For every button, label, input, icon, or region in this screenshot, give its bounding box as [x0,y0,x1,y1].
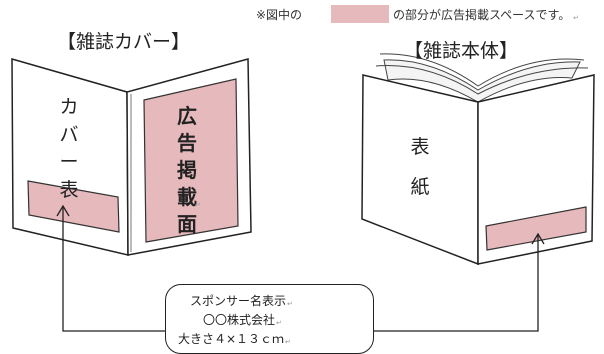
callout-line-size: 大きさ４×１３ｃｍ [178,332,285,346]
legend-note-suffix: の部分が広告掲載スペースです。 [393,8,571,22]
body-return-mark: ↵ [412,187,418,195]
callout-line-sponsor-mark: ↵ [287,300,293,308]
body-page-layer-1 [379,53,585,87]
connector-right [374,234,539,332]
body-vertical-text: 表 紙 [409,128,431,208]
body-ad-area [485,206,587,251]
cover-ad-vertical-text: 広 告 掲 載 面 [174,103,200,238]
callout-line-size-mark: ↵ [285,338,291,346]
cover-left-char: カ [59,96,79,118]
cover-bottom-ad-area [27,180,120,233]
cover-left-char: ー [59,151,79,174]
cover-ad-char: 面 [177,212,197,236]
callout-line-sponsor: スポンサー名表示 [190,294,287,308]
cover-left-char: バ [59,123,79,146]
body-char: 紙 [410,175,430,198]
callout-line-company: 〇〇株式会社 [203,313,276,327]
legend-note-prefix: ※図中の [256,8,303,22]
cover-left-char: 表 [59,178,79,201]
cover-ad-area [143,78,239,243]
cover-ad-char: 載 [177,185,197,209]
cover-heading: 【雑誌カバー】 [57,31,191,53]
arrow-left-head [56,204,70,217]
callout-line-company-mark: ↵ [276,319,282,327]
cover-ad-return-mark: ↵ [195,201,201,209]
body-back-pages [383,59,581,103]
body-page-layer-2 [375,65,589,95]
body-heading: 【雑誌本体】 [404,40,519,62]
legend-note-return-mark: ↵ [573,14,579,22]
cover-ad-char: 掲 [177,158,197,182]
arrow-right-head [531,232,545,245]
cover-ad-char: 広 [177,104,197,128]
cover-ad-char: 告 [177,131,197,155]
legend-ad-swatch [331,5,389,23]
cover-left-vertical-text: カ バ ー 表 [57,94,81,204]
connector-left [62,206,165,332]
body-char: 表 [410,136,430,158]
